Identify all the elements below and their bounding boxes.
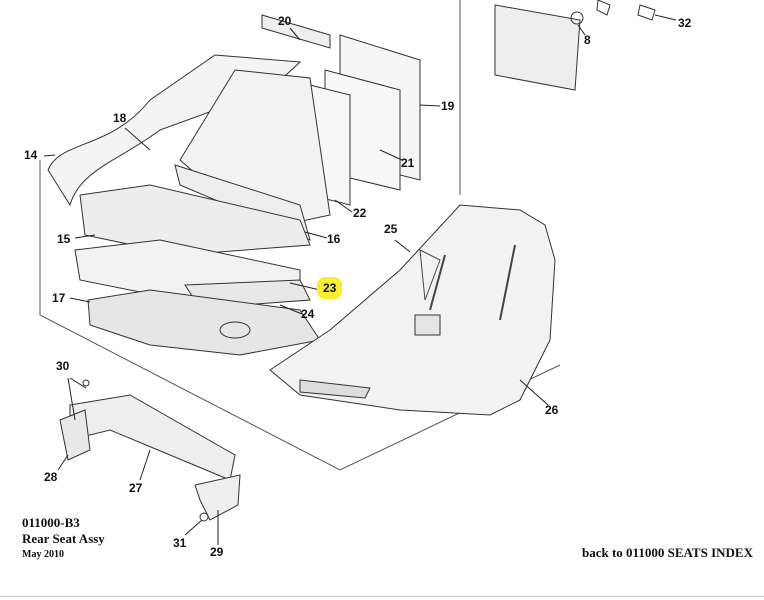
callout-24[interactable]: 24	[301, 307, 315, 321]
callout-32[interactable]: 32	[678, 16, 692, 30]
callout-26[interactable]: 26	[545, 403, 559, 417]
callout-19[interactable]: 19	[441, 99, 455, 113]
callout-16[interactable]: 16	[327, 232, 341, 246]
back-to-seats-index-link[interactable]: back to 011000 SEATS INDEX	[582, 545, 753, 560]
callout-14[interactable]: 14	[24, 148, 38, 162]
callout-30[interactable]: 30	[56, 359, 70, 373]
callout-17[interactable]: 17	[52, 291, 66, 305]
divider	[0, 596, 764, 597]
diagram-title: Rear Seat Assy	[22, 531, 105, 546]
callout-28[interactable]: 28	[44, 470, 58, 484]
callout-15[interactable]: 15	[57, 232, 71, 246]
callout-25[interactable]: 25	[384, 222, 398, 236]
diagram-date: May 2010	[22, 549, 64, 560]
callout-31[interactable]: 31	[173, 536, 187, 550]
callout-27[interactable]: 27	[129, 481, 143, 495]
callout-29[interactable]: 29	[210, 545, 224, 559]
callout-22[interactable]: 22	[353, 206, 367, 220]
callout-23-highlighted[interactable]: 23	[317, 277, 343, 299]
callout-20[interactable]: 20	[278, 14, 292, 28]
callout-18[interactable]: 18	[113, 111, 127, 125]
part-code: 011000-B3	[22, 515, 80, 530]
callout-21[interactable]: 21	[401, 156, 415, 170]
callout-8[interactable]: 8	[584, 33, 591, 47]
